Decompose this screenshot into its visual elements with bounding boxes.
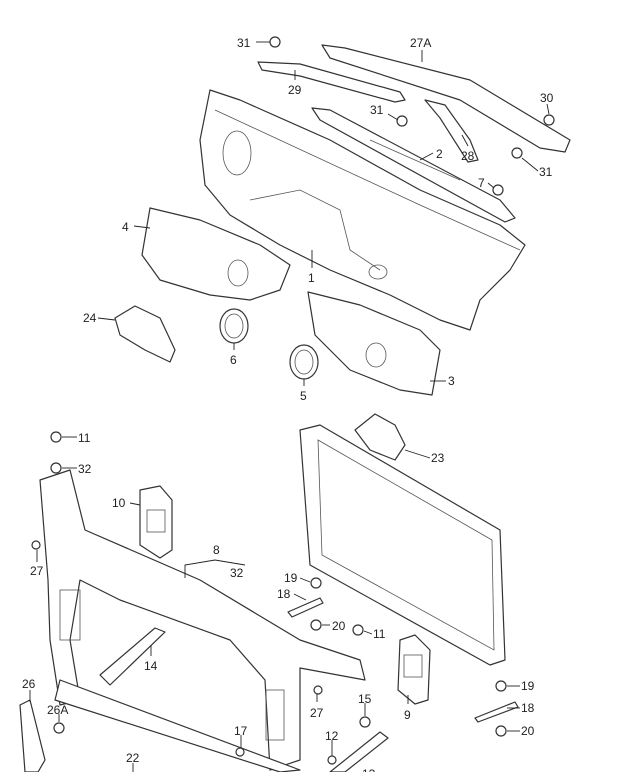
seal-10	[139, 485, 173, 559]
callout-labels: 31 27A 29 30 31 2 28 31 7 4 1 24 6 5 3 1…	[22, 36, 554, 772]
radiator	[299, 424, 506, 666]
callout-27: 27	[30, 564, 44, 578]
fasteners	[31, 36, 555, 765]
callout-27: 27	[310, 706, 324, 720]
callout-26A: 26A	[47, 703, 68, 717]
callout-28: 28	[461, 149, 475, 163]
plenum-panel-1	[199, 89, 526, 331]
callout-11: 11	[78, 431, 91, 445]
callout-8: 8	[213, 543, 220, 557]
strut-14	[99, 627, 166, 686]
callout-32: 32	[230, 566, 244, 580]
callout-23: 23	[431, 451, 445, 465]
callout-24: 24	[83, 311, 97, 325]
part-23	[354, 413, 406, 461]
callout-27A: 27A	[410, 36, 431, 50]
callout-30: 30	[540, 91, 554, 105]
callout-1: 1	[308, 271, 315, 285]
callout-6: 6	[230, 353, 237, 367]
callout-32: 32	[78, 462, 92, 476]
bracket-26	[19, 699, 46, 772]
callout-22: 22	[126, 751, 140, 765]
callout-4: 4	[122, 220, 129, 234]
callout-20: 20	[521, 724, 535, 738]
insulation-4	[141, 207, 291, 301]
callout-3: 3	[448, 374, 455, 388]
callout-31: 31	[539, 165, 553, 179]
callout-12: 12	[325, 729, 339, 743]
callout-14: 14	[144, 659, 158, 673]
leader-lines	[29, 41, 550, 772]
grommet-6	[219, 308, 249, 344]
callout-26: 26	[22, 677, 36, 691]
cowl-strip-27A	[321, 44, 571, 153]
wiper-frame-2	[311, 107, 516, 223]
part-13	[329, 731, 389, 772]
part-24	[114, 305, 176, 363]
callout-19: 19	[521, 679, 535, 693]
callout-31: 31	[370, 103, 384, 117]
callout-15: 15	[358, 692, 372, 706]
callout-19: 19	[284, 571, 298, 585]
callout-7: 7	[478, 176, 485, 190]
callout-18: 18	[521, 701, 535, 715]
callout-5: 5	[300, 389, 307, 403]
grommet-5	[289, 344, 319, 380]
callout-10: 10	[112, 496, 126, 510]
callout-11: 11	[373, 627, 386, 641]
callout-20: 20	[332, 619, 346, 633]
callout-2: 2	[436, 147, 443, 161]
seal-9	[397, 634, 431, 705]
callout-18: 18	[277, 587, 291, 601]
insulation-3	[307, 291, 441, 396]
callout-9: 9	[404, 708, 411, 722]
callout-29: 29	[288, 83, 302, 97]
callout-17: 17	[234, 724, 248, 738]
bracket-28	[424, 99, 479, 163]
callout-13: 13	[362, 767, 376, 772]
callout-31: 31	[237, 36, 251, 50]
